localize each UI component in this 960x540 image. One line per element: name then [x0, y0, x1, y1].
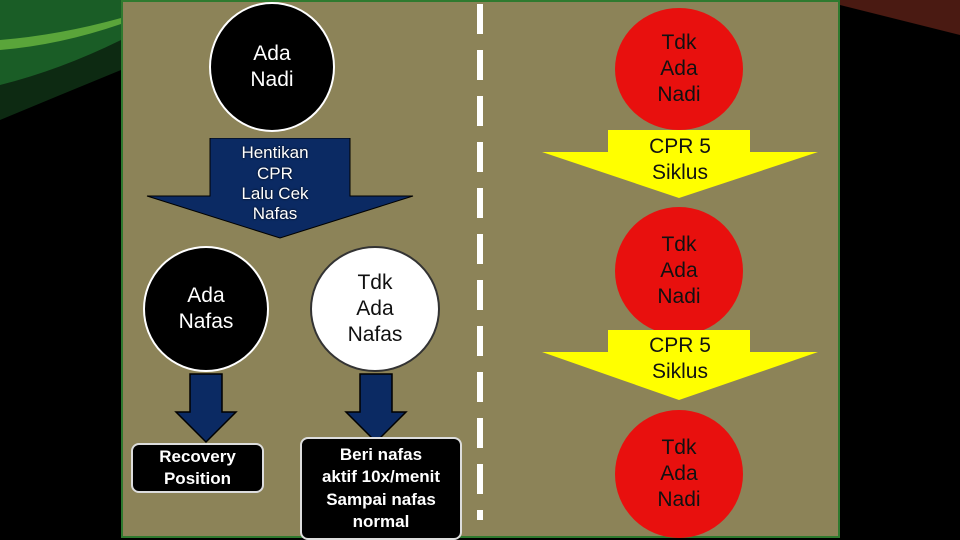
tdk-ada-nadi-circle-2: Tdk Ada Nadi	[615, 207, 743, 335]
down-arrow-navy-left	[174, 373, 238, 444]
tdk-ada-nafas-label: Tdk Ada Nafas	[347, 270, 403, 347]
recovery-position-label: Recovery Position	[159, 446, 236, 488]
corner-decoration-right	[840, 0, 960, 35]
cpr-siklus-label-2: CPR 5 Siklus	[649, 333, 711, 383]
ada-nadi-circle: Ada Nadi	[209, 2, 335, 132]
tdk-ada-nadi-circle-1: Tdk Ada Nadi	[615, 8, 743, 130]
recovery-position-box: Recovery Position	[131, 443, 264, 493]
cpr-siklus-label-1: CPR 5 Siklus	[649, 134, 711, 184]
corner-stripe-light	[0, 18, 121, 50]
ada-nadi-label: Ada Nadi	[250, 41, 294, 91]
ada-nafas-label: Ada Nafas	[178, 283, 234, 333]
hentikan-cpr-label: Hentikan CPR Lalu Cek Nafas	[241, 143, 309, 224]
tdk-ada-nadi-label-2: Tdk Ada Nadi	[657, 232, 701, 309]
down-arrow-yellow-2	[542, 330, 818, 400]
corner-stripe-left	[0, 0, 121, 85]
down-arrow-navy-large	[146, 138, 414, 239]
down-arrow-yellow-1	[542, 130, 818, 198]
tdk-ada-nafas-circle: Tdk Ada Nafas	[310, 246, 440, 372]
tdk-ada-nadi-label-3: Tdk Ada Nadi	[657, 435, 701, 512]
beri-nafas-box: Beri nafas aktif 10x/menit Sampai nafas …	[300, 437, 462, 540]
tdk-ada-nadi-label-1: Tdk Ada Nadi	[657, 30, 701, 107]
beri-nafas-label: Beri nafas aktif 10x/menit Sampai nafas …	[321, 445, 441, 531]
down-arrow-navy-right	[344, 373, 408, 444]
tdk-ada-nadi-circle-3: Tdk Ada Nadi	[615, 410, 743, 538]
ada-nafas-circle: Ada Nafas	[143, 246, 269, 372]
dashed-divider	[477, 4, 483, 520]
